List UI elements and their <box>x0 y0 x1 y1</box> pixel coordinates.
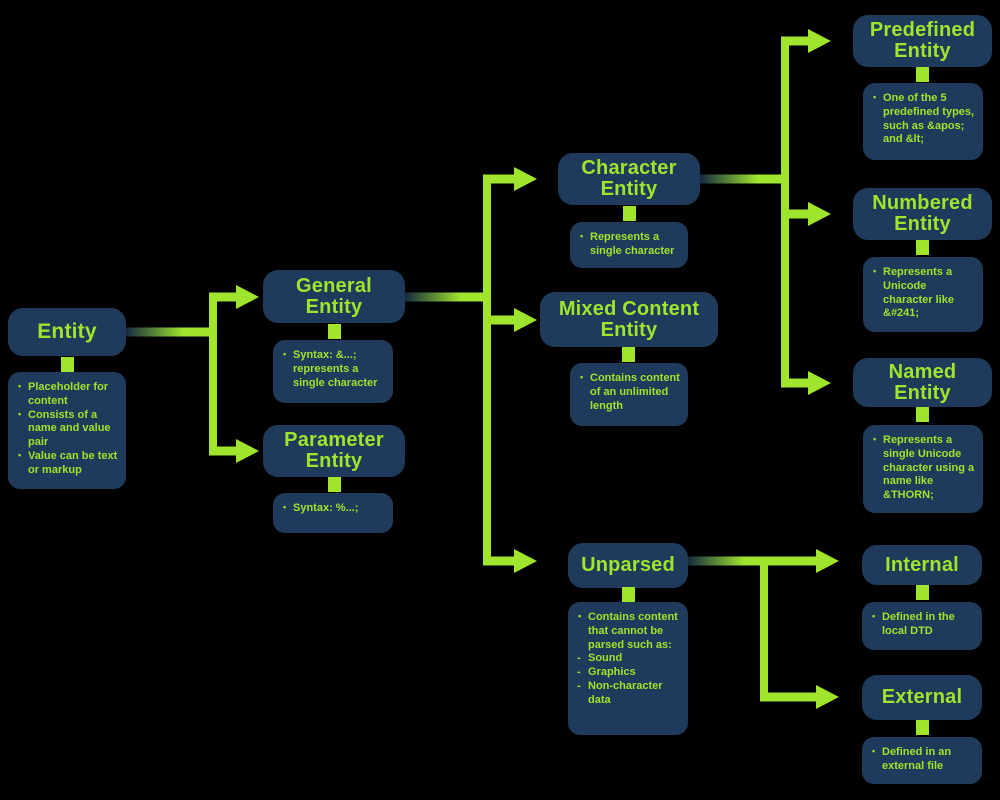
connector-entity-branch <box>126 285 259 463</box>
named-connector-square <box>916 407 929 422</box>
bullet-item: Defined in the local DTD <box>871 611 977 639</box>
node-unparsed-description: Contains content that cannot be parsed s… <box>568 602 688 735</box>
node-character-entity: Character Entity <box>558 153 700 205</box>
node-external-description: Defined in an external file <box>862 737 982 784</box>
bullet-item: One of the 5 predefined types, such as &… <box>872 92 978 147</box>
node-named-entity: Named Entity <box>853 358 992 407</box>
node-named-entity-title: Named Entity <box>888 360 957 404</box>
node-unparsed: Unparsed <box>568 543 688 588</box>
node-entity-description: Placeholder for content Consists of a na… <box>8 372 126 489</box>
node-named-entity-description: Represents a single Unicode character us… <box>863 425 983 513</box>
bullet-item: Represents a Unicode character like &#24… <box>872 266 978 321</box>
node-general-entity-description: Syntax: &...; represents a single charac… <box>273 340 393 403</box>
bullet-item: Syntax: &...; represents a single charac… <box>282 349 388 390</box>
unparsed-connector-square <box>622 587 635 602</box>
bullet-item: Value can be text or markup <box>17 450 121 478</box>
predefined-connector-square <box>916 67 929 82</box>
dash-item: Graphics <box>577 666 683 680</box>
bullet-item: Represents a single Unicode character us… <box>872 434 978 503</box>
node-parameter-entity: Parameter Entity <box>263 425 405 477</box>
bullet-item: Defined in an external file <box>871 746 977 774</box>
node-mixed-content-entity-title: Mixed Content Entity <box>558 297 700 341</box>
connector-unparsed-branch <box>688 549 839 709</box>
node-predefined-entity-description: One of the 5 predefined types, such as &… <box>863 83 983 160</box>
external-connector-square <box>916 720 929 735</box>
node-unparsed-title: Unparsed <box>581 554 675 577</box>
bullet-item: Represents a single character <box>579 231 683 259</box>
general-connector-square <box>328 324 341 339</box>
entity-connector-square <box>61 357 74 372</box>
node-predefined-entity: Predefined Entity <box>853 15 992 67</box>
node-mixed-content-entity: Mixed Content Entity <box>540 292 718 347</box>
node-numbered-entity-title: Numbered Entity <box>872 192 973 235</box>
node-general-entity: General Entity <box>263 270 405 323</box>
node-internal: Internal <box>862 545 982 585</box>
node-parameter-entity-title: Parameter Entity <box>284 429 384 472</box>
node-entity: Entity <box>8 308 126 356</box>
connector-general-branch <box>405 167 537 573</box>
node-entity-title: Entity <box>37 320 97 344</box>
node-internal-description: Defined in the local DTD <box>862 602 982 650</box>
node-parameter-entity-description: Syntax: %...; <box>273 493 393 533</box>
node-general-entity-title: General Entity <box>296 274 372 318</box>
bullet-item: Placeholder for content <box>17 381 121 409</box>
bullet-item: Syntax: %...; <box>282 502 388 516</box>
connector-character-branch <box>700 29 831 395</box>
bullet-item: Contains content that cannot be parsed s… <box>577 611 683 652</box>
node-mixed-content-entity-description: Contains content of an unlimited length <box>570 363 688 426</box>
node-predefined-entity-title: Predefined Entity <box>869 19 976 62</box>
mixed-connector-square <box>622 347 635 362</box>
dash-item: Non-character data <box>577 680 683 708</box>
dash-item: Sound <box>577 652 683 666</box>
numbered-connector-square <box>916 240 929 255</box>
character-connector-square <box>623 206 636 221</box>
internal-connector-square <box>916 585 929 600</box>
node-numbered-entity-description: Represents a Unicode character like &#24… <box>863 257 983 332</box>
node-external: External <box>862 675 982 720</box>
node-numbered-entity: Numbered Entity <box>853 188 992 240</box>
bullet-item: Contains content of an unlimited length <box>579 372 683 413</box>
parameter-connector-square <box>328 477 341 492</box>
node-character-entity-title: Character Entity <box>581 157 677 200</box>
node-external-title: External <box>881 686 963 709</box>
node-internal-title: Internal <box>885 553 959 576</box>
bullet-item: Consists of a name and value pair <box>17 409 121 450</box>
node-character-entity-description: Represents a single character <box>570 222 688 268</box>
